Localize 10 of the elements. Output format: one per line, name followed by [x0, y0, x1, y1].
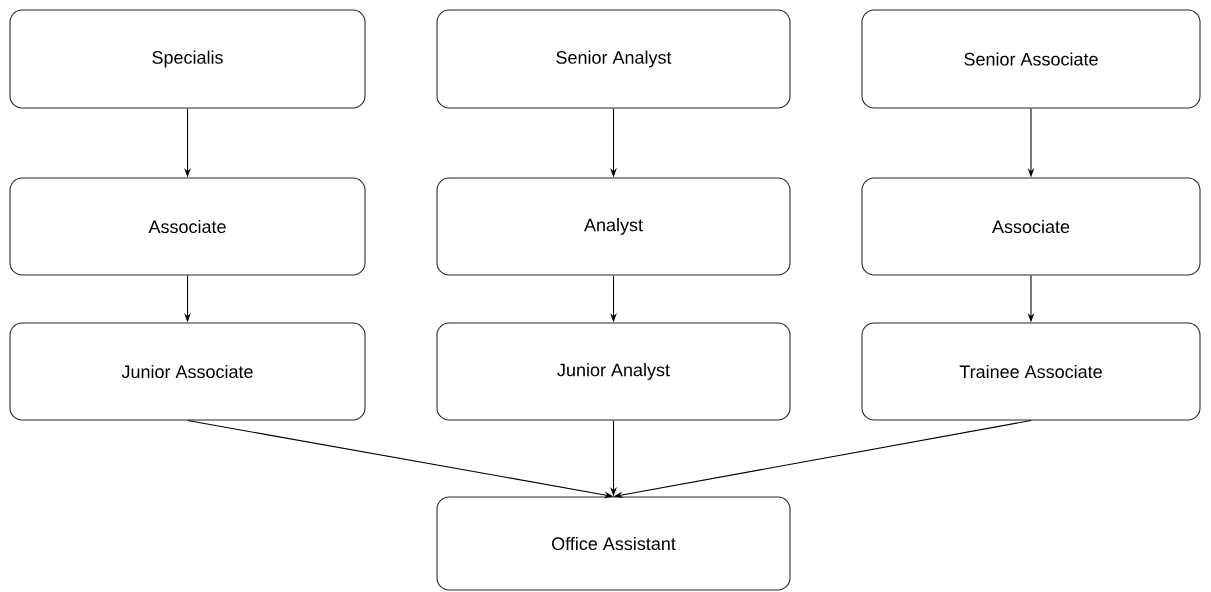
process-box: Analyst: [436, 177, 791, 276]
process-box: Senior Analyst: [436, 9, 791, 109]
process-box: Office Assistant: [436, 496, 791, 591]
process-box: Associate: [9, 177, 366, 276]
process-box: Junior Associate: [9, 322, 366, 421]
process-box: Trainee Associate: [861, 322, 1201, 421]
process-box: Junior Analyst: [436, 322, 791, 421]
process-box: Specialis: [9, 9, 366, 109]
process-box: Associate: [861, 177, 1201, 276]
process-box: Senior Associate: [861, 9, 1201, 109]
